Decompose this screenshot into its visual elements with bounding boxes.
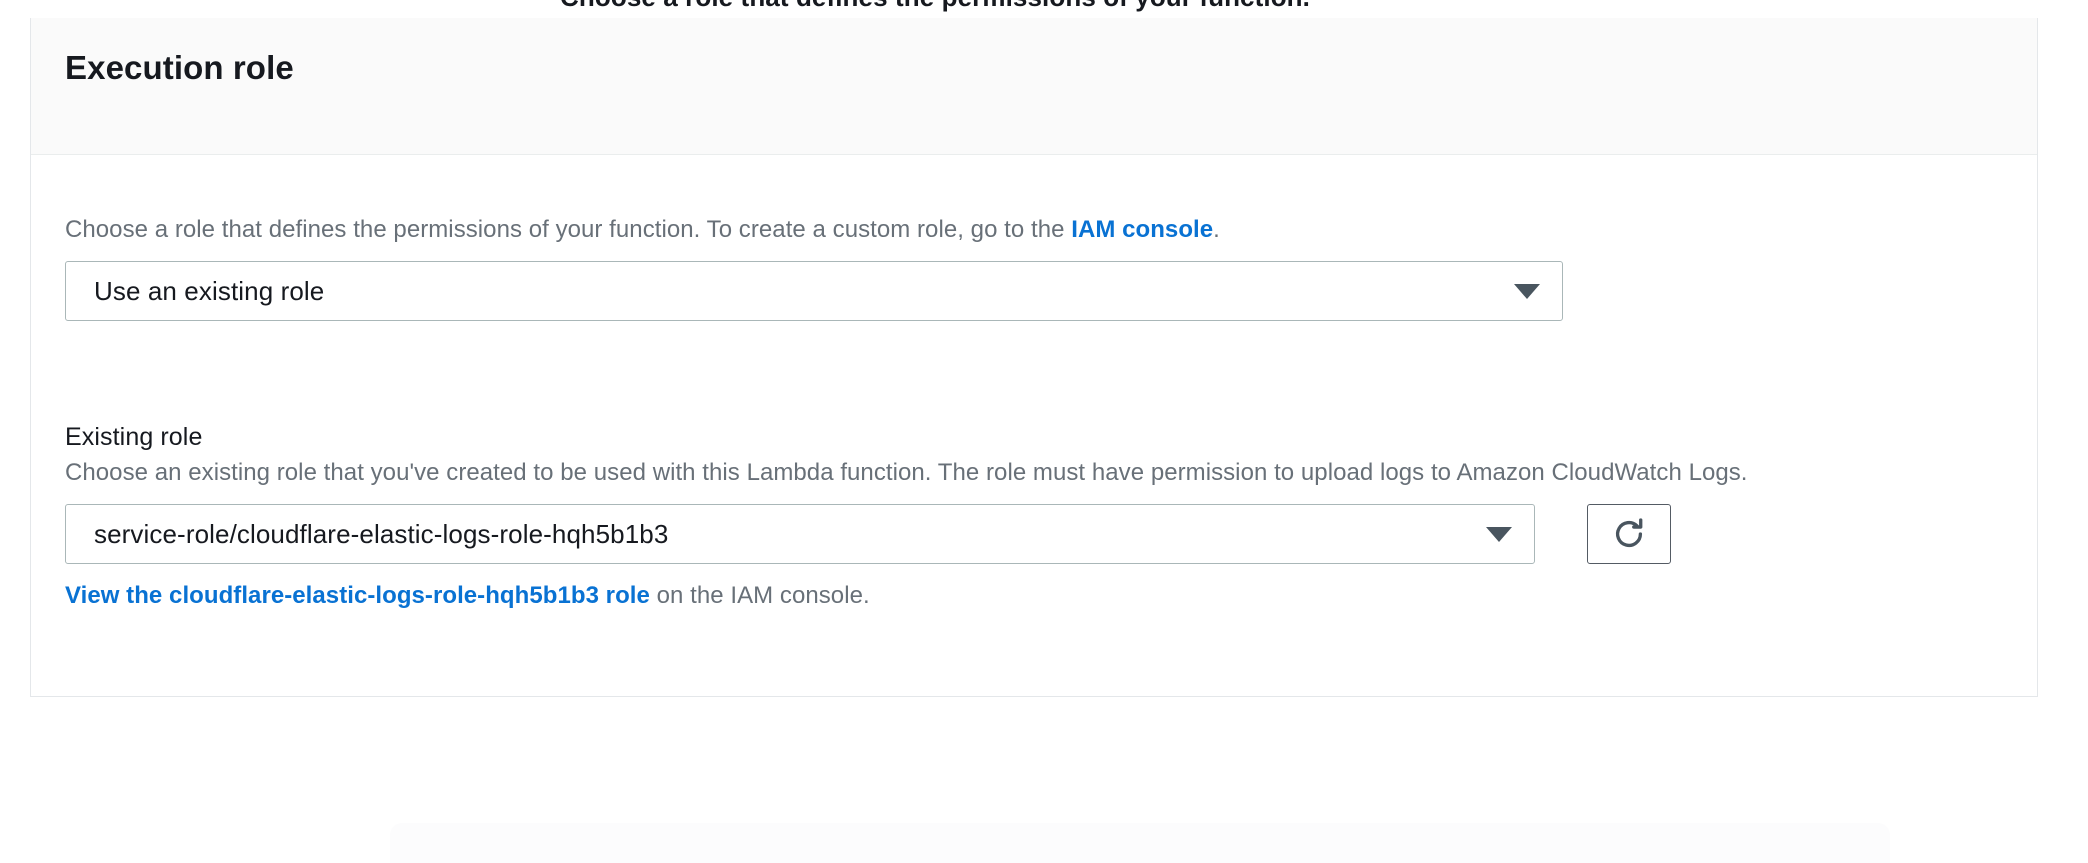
- role-kind-description-suffix: .: [1213, 216, 1220, 243]
- existing-role-select-value: service-role/cloudflare-elastic-logs-rol…: [94, 519, 669, 549]
- existing-role-label-block: Existing role Choose an existing role th…: [65, 421, 2003, 490]
- role-kind-description: Choose a role that defines the permissio…: [65, 213, 2003, 247]
- view-role-link[interactable]: View the cloudflare-elastic-logs-role-hq…: [65, 582, 650, 609]
- chevron-down-icon: [1492, 283, 1562, 299]
- card-header: Execution role: [31, 18, 2037, 155]
- existing-role-label: Existing role: [65, 423, 203, 451]
- role-kind-select-value: Use an existing role: [94, 276, 325, 306]
- refresh-roles-button[interactable]: [1587, 504, 1671, 564]
- role-kind-select[interactable]: Use an existing role: [65, 261, 1563, 321]
- existing-role-footer: View the cloudflare-elastic-logs-role-hq…: [65, 580, 2003, 612]
- existing-role-select-row: service-role/cloudflare-elastic-logs-rol…: [65, 504, 2003, 564]
- clipped-text-above-card: Choose a role that defines the permissio…: [0, 0, 2088, 14]
- iam-console-link[interactable]: IAM console: [1071, 216, 1214, 243]
- card-body: Choose a role that defines the permissio…: [31, 155, 2037, 696]
- refresh-icon: [1610, 515, 1648, 553]
- role-kind-select-row: Use an existing role: [65, 261, 2003, 321]
- section-spacer: [65, 321, 2003, 421]
- clipped-text: Choose a role that defines the permissio…: [560, 0, 1310, 13]
- execution-role-card: Execution role Choose a role that define…: [30, 18, 2038, 697]
- existing-role-description: Choose an existing role that you've crea…: [65, 459, 1748, 486]
- chevron-down-icon: [1464, 526, 1534, 542]
- existing-role-select[interactable]: service-role/cloudflare-elastic-logs-rol…: [65, 504, 1535, 564]
- role-kind-description-prefix: Choose a role that defines the permissio…: [65, 216, 1072, 243]
- view-role-suffix: on the IAM console.: [649, 582, 870, 609]
- page-title: Execution role: [65, 49, 294, 86]
- next-card-peek: [390, 823, 1890, 863]
